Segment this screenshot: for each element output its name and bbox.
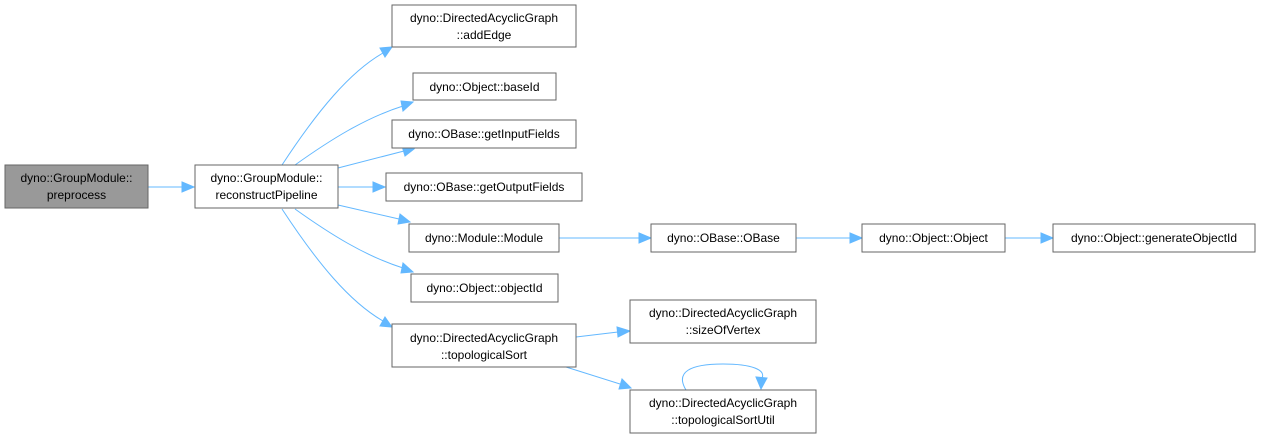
edge-reconstructPipeline-to-addEdge xyxy=(281,46,394,166)
node-label: dyno::OBase::OBase xyxy=(667,231,780,245)
edge-reconstructPipeline-to-objectId xyxy=(294,208,415,274)
node-label-line2: preprocess xyxy=(47,188,106,202)
node-module[interactable]: dyno::Module::Module xyxy=(408,223,560,253)
edge-topologicalSort-to-sizeOfVertex xyxy=(575,326,632,338)
node-getInputFields[interactable]: dyno::OBase::getInputFields xyxy=(391,119,577,149)
node-topologicalSortUtil[interactable]: dyno::DirectedAcyclicGraph ::topological… xyxy=(629,389,817,434)
edge-obase-to-object xyxy=(796,232,864,244)
node-label-line2: ::sizeOfVertex xyxy=(686,323,761,337)
node-label-line1: dyno::DirectedAcyclicGraph xyxy=(410,11,558,25)
node-label: dyno::Object::Object xyxy=(879,231,988,245)
edge-topologicalSort-to-topologicalSortUtil xyxy=(565,366,633,390)
node-generateObjectId[interactable]: dyno::Object::generateObjectId xyxy=(1052,223,1256,253)
node-label-line1: dyno::DirectedAcyclicGraph xyxy=(649,306,797,320)
edges xyxy=(148,46,1055,391)
node-label-line2: reconstructPipeline xyxy=(215,188,317,202)
nodes: dyno::GroupModule:: preprocess dyno::Gro… xyxy=(4,4,1256,434)
node-getOutputFields[interactable]: dyno::OBase::getOutputFields xyxy=(385,172,583,202)
edge-preprocess-to-reconstructPipeline xyxy=(148,181,196,193)
node-label: dyno::Object::generateObjectId xyxy=(1071,231,1237,245)
node-label-line2: ::addEdge xyxy=(457,28,512,42)
node-label-line2: ::topologicalSort xyxy=(441,348,528,362)
edge-reconstructPipeline-to-getInputFields xyxy=(337,145,416,169)
node-label: dyno::Module::Module xyxy=(425,231,543,245)
node-label-line2: ::topologicalSortUtil xyxy=(671,413,774,427)
node-sizeOfVertex[interactable]: dyno::DirectedAcyclicGraph ::sizeOfVerte… xyxy=(629,299,817,344)
node-reconstructPipeline[interactable]: dyno::GroupModule:: reconstructPipeline xyxy=(194,164,339,209)
node-label-line1: dyno::GroupModule:: xyxy=(210,171,322,185)
edge-reconstructPipeline-to-topologicalSort xyxy=(281,208,394,328)
node-object[interactable]: dyno::Object::Object xyxy=(861,223,1006,253)
node-objectId[interactable]: dyno::Object::objectId xyxy=(410,273,559,303)
edge-reconstructPipeline-to-module xyxy=(337,204,412,225)
edge-object-to-generateObjectId xyxy=(1005,232,1055,244)
node-label: dyno::Object::objectId xyxy=(426,281,542,295)
node-preprocess[interactable]: dyno::GroupModule:: preprocess xyxy=(4,164,149,209)
node-topologicalSort[interactable]: dyno::DirectedAcyclicGraph ::topological… xyxy=(391,323,577,368)
edge-module-to-obase xyxy=(559,232,653,244)
node-addEdge[interactable]: dyno::DirectedAcyclicGraph ::addEdge xyxy=(391,4,577,48)
node-obase[interactable]: dyno::OBase::OBase xyxy=(650,223,797,253)
node-label: dyno::OBase::getOutputFields xyxy=(404,180,565,194)
node-label: dyno::OBase::getInputFields xyxy=(408,127,559,141)
edge-reconstructPipeline-to-baseId xyxy=(294,100,415,166)
node-baseId[interactable]: dyno::Object::baseId xyxy=(412,72,557,101)
edge-reconstructPipeline-to-getOutputFields xyxy=(338,181,387,193)
edge-topologicalSortUtil-self-loop xyxy=(681,363,768,391)
node-label-line1: dyno::GroupModule:: xyxy=(20,171,132,185)
node-label: dyno::Object::baseId xyxy=(429,80,539,94)
node-label-line1: dyno::DirectedAcyclicGraph xyxy=(410,331,558,345)
node-label-line1: dyno::DirectedAcyclicGraph xyxy=(649,396,797,410)
